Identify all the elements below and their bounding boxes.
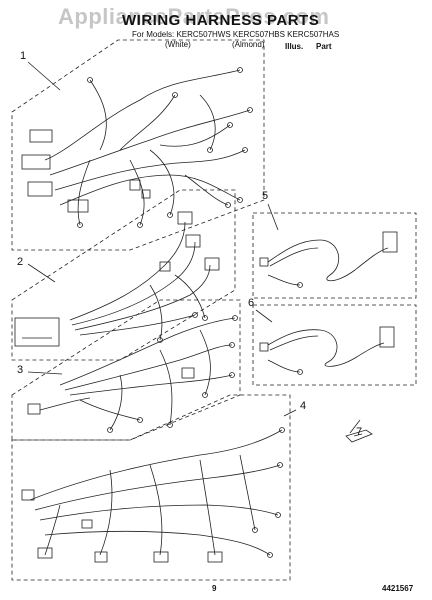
leader-3 (27, 371, 63, 375)
page-number: 9 (212, 584, 217, 593)
harness-2-wires (69, 221, 211, 341)
callout-4: 4 (300, 400, 307, 412)
color-almond: (Almond) (232, 40, 265, 49)
leader-4 (283, 409, 297, 417)
watermark: AppliancePartsPros.com (58, 4, 330, 29)
harness-6-wires (267, 329, 385, 373)
column-illus: Illus. (285, 42, 304, 51)
harness-1-wires (44, 69, 251, 226)
color-white: (White) (165, 40, 191, 49)
page-title: WIRING HARNESS PARTS (122, 12, 320, 29)
harness-1-connectors (21, 67, 253, 228)
harness-3-wires (39, 317, 236, 431)
callout-6: 6 (248, 297, 255, 309)
callout-2: 2 (17, 256, 24, 268)
leader-7 (349, 419, 361, 434)
callout-7: 7 (356, 426, 363, 438)
harness-2-box (11, 189, 236, 361)
callout-3: 3 (17, 364, 24, 376)
callout-1: 1 (20, 50, 27, 62)
model-list: For Models: KERC507HWS KERC507HBS KERC50… (132, 30, 340, 39)
part-7-clip (345, 429, 373, 443)
harness-4-wires (29, 429, 283, 556)
column-part: Part (316, 42, 332, 51)
harness-5-connectors (259, 231, 398, 288)
leader-5 (267, 203, 279, 231)
harness-2-connectors (14, 211, 220, 347)
leader-1 (27, 61, 61, 91)
leader-2 (27, 263, 56, 283)
harness-5-wires (267, 239, 389, 286)
harness-4-connectors (21, 427, 285, 563)
callout-5: 5 (262, 190, 269, 202)
harness-1-box (11, 39, 265, 251)
harness-5-box (252, 212, 417, 299)
harness-3-box (11, 299, 241, 441)
harness-6-box (252, 304, 417, 386)
harness-3-connectors (27, 315, 238, 433)
leader-6 (255, 309, 273, 323)
document-number: 4421567 (382, 584, 414, 593)
harness-4-box (11, 394, 291, 581)
harness-6-connectors (259, 326, 395, 375)
